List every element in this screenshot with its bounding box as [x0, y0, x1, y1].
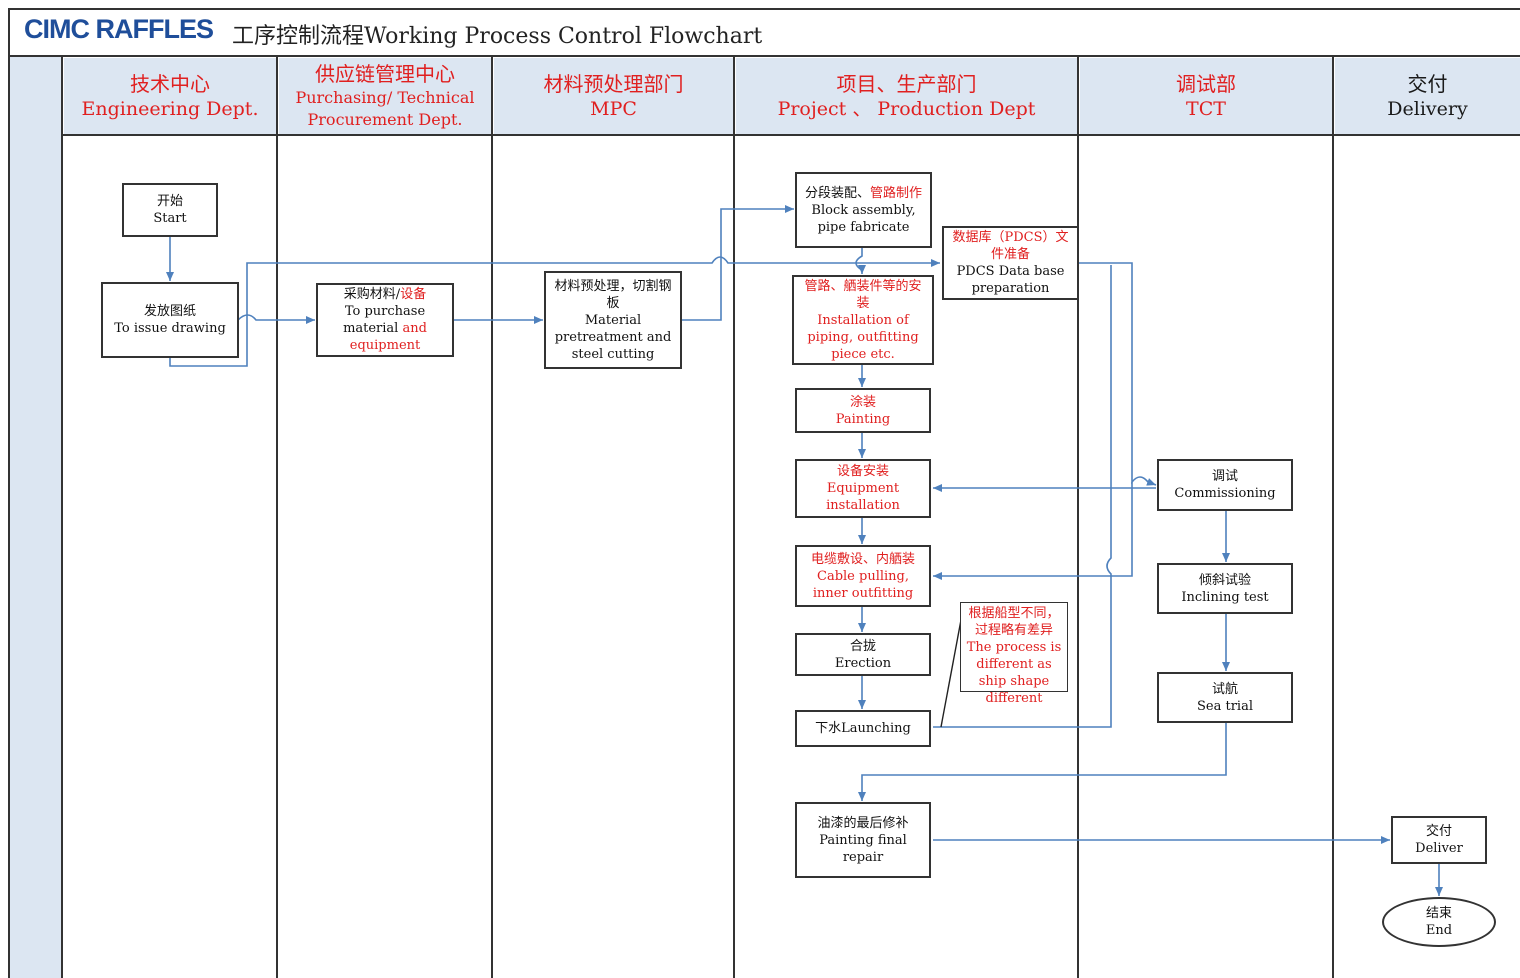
lane-divider	[491, 56, 493, 978]
lane-header-delivery: 交付 Delivery	[1335, 58, 1520, 134]
connector-seatrial-to-final-repair	[858, 722, 1227, 801]
lane-title-zh: 项目、生产部门	[836, 72, 977, 96]
node-painting[interactable]: 涂装 Painting	[795, 388, 931, 433]
node-commissioning[interactable]: 调试 Commissioning	[1157, 459, 1293, 511]
lane-header-tct: 调试部 TCT	[1080, 58, 1332, 134]
frame-header-bottom-border	[8, 55, 1520, 57]
connector-block-to-piping	[855, 247, 866, 274]
lane-divider	[276, 56, 278, 978]
node-launching[interactable]: 下水Launching	[795, 710, 931, 747]
lane-header-bottom-border	[62, 134, 1520, 136]
lane-title-zh: 调试部	[1176, 72, 1236, 96]
lane-title-en: Project 、 Production Dept	[777, 98, 1036, 120]
note-callout-line	[940, 619, 962, 728]
node-block-assembly[interactable]: 分段装配、管路制作 Block assembly, pipe fabricate	[795, 172, 932, 248]
node-deliver[interactable]: 交付 Deliver	[1391, 816, 1487, 864]
node-inclining-test[interactable]: 倾斜试验 Inclining test	[1157, 563, 1293, 614]
frame-top-border	[8, 8, 1520, 10]
connector-pdcs-to-commissioning	[1078, 262, 1157, 486]
lane-divider	[61, 56, 63, 978]
connector-pretreatment-to-block	[681, 205, 794, 321]
process-variation-note: 根据船型不同，过程略有差异 The process is different a…	[960, 602, 1068, 706]
lane-title-en: MPC	[590, 98, 637, 120]
lane-strip-left	[10, 57, 62, 978]
frame-left-border	[8, 8, 10, 978]
lane-title-en: Purchasing/ Technical Procurement Dept.	[295, 88, 475, 129]
connector-issue-to-purchase	[237, 314, 315, 324]
company-logo: CIMC RAFFLES	[24, 14, 214, 44]
lane-title-zh: 材料预处理部门	[543, 72, 684, 96]
node-cable-pulling[interactable]: 电缆敷设、内舾装 Cable pulling, inner outfitting	[795, 545, 931, 607]
lane-title-en: TCT	[1186, 98, 1226, 120]
lane-title-zh: 交付	[1407, 72, 1448, 96]
node-start[interactable]: 开始 Start	[122, 183, 218, 237]
lane-header-mpc: 材料预处理部门 MPC	[494, 58, 733, 134]
lane-title-zh: 供应链管理中心	[315, 62, 455, 86]
lane-title-zh: 技术中心	[130, 72, 210, 96]
connector-launching-to-cable-loop	[933, 265, 1112, 728]
node-material-pretreatment[interactable]: 材料预处理，切割钢板 Material pretreatment and ste…	[544, 271, 682, 369]
node-purchase[interactable]: 采购材料/设备 To purchase material and equipme…	[316, 283, 454, 357]
node-painting-final-repair[interactable]: 油漆的最后修补 Painting final repair	[795, 802, 931, 878]
node-piping-installation[interactable]: 管路、舾装件等的安装 Installation of piping, outfi…	[792, 275, 934, 365]
node-issue-drawing[interactable]: 发放图纸 To issue drawing	[101, 282, 239, 358]
node-end[interactable]: 结束 End	[1382, 897, 1496, 947]
lane-title-en: Engineering Dept.	[81, 98, 259, 120]
connector-issue-to-pdcs	[169, 256, 940, 367]
node-erection[interactable]: 合拢 Erection	[795, 633, 931, 676]
lane-header-purchasing: 供应链管理中心 Purchasing/ Technical Procuremen…	[279, 58, 491, 134]
connector-pdcs-to-cable	[933, 482, 1133, 580]
lane-divider	[1332, 56, 1334, 978]
lane-header-engineering: 技术中心 Engineering Dept.	[64, 58, 276, 134]
node-sea-trial[interactable]: 试航 Sea trial	[1157, 672, 1293, 723]
lane-title-en: Delivery	[1387, 98, 1468, 120]
node-pdcs-database[interactable]: 数据库（PDCS）文件准备 PDCS Data base preparation	[942, 226, 1079, 300]
lane-divider	[733, 56, 735, 978]
node-equipment-installation[interactable]: 设备安装 Equipment installation	[795, 459, 931, 518]
lane-divider	[1077, 56, 1079, 978]
lane-header-production: 项目、生产部门 Project 、 Production Dept	[736, 58, 1077, 134]
page-title: 工序控制流程Working Process Control Flowchart	[232, 24, 763, 49]
